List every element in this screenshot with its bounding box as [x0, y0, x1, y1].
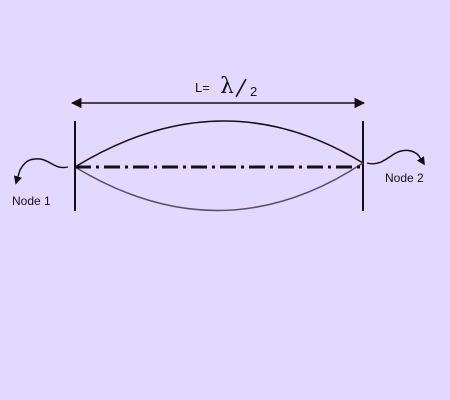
node-2-label: Node 2: [385, 171, 424, 185]
lower-wave-curve: [74, 162, 364, 212]
fraction-slash: [235, 78, 247, 98]
node-1-label: Node 1: [12, 194, 51, 208]
upper-wave-curve: [74, 120, 364, 168]
node2-pointer: [366, 149, 425, 166]
length-label: L=: [195, 80, 210, 95]
node1-pointer: [13, 158, 69, 185]
fraction-denominator: 2: [250, 84, 258, 99]
wavelength-symbol: λ: [220, 74, 234, 99]
